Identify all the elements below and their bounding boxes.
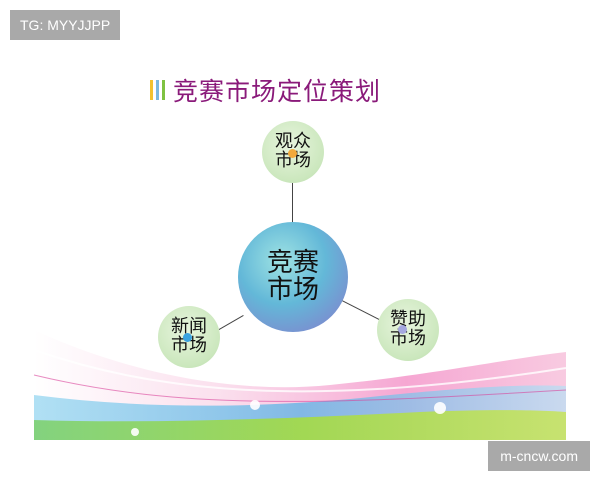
channel-tag: TG: MYYJJPP	[10, 10, 121, 40]
node-sponsor-line2: 市场	[390, 328, 426, 349]
node-news-line1: 新闻	[171, 316, 207, 338]
node-dot-sponsor	[398, 325, 407, 334]
node-competition-market: 竞赛 市场	[238, 222, 348, 332]
node-audience-line2: 市场	[275, 150, 311, 171]
center-line1: 竞赛	[266, 247, 319, 278]
watermark: m-cncw.com	[488, 441, 590, 471]
title-bar-yellow	[150, 80, 153, 100]
node-news-line2: 市场	[171, 335, 207, 356]
node-news-market: 新闻 市场	[158, 306, 220, 368]
node-dot-audience	[288, 149, 297, 158]
node-dot-news	[183, 333, 192, 342]
center-line2: 市场	[266, 275, 319, 305]
connector-top	[292, 183, 293, 223]
title-block: 竞赛市场定位策划	[150, 72, 381, 108]
node-sponsor-line1: 赞助	[390, 309, 426, 331]
node-sponsor-market: 赞助 市场	[377, 299, 439, 361]
title-bar-blue	[156, 80, 159, 100]
node-audience-market: 观众 市场	[262, 121, 324, 183]
diagram-title: 竞赛市场定位策划	[173, 77, 382, 106]
node-audience-line1: 观众	[275, 131, 311, 153]
title-bar-green	[162, 80, 165, 100]
title-bars-icon	[150, 80, 165, 100]
